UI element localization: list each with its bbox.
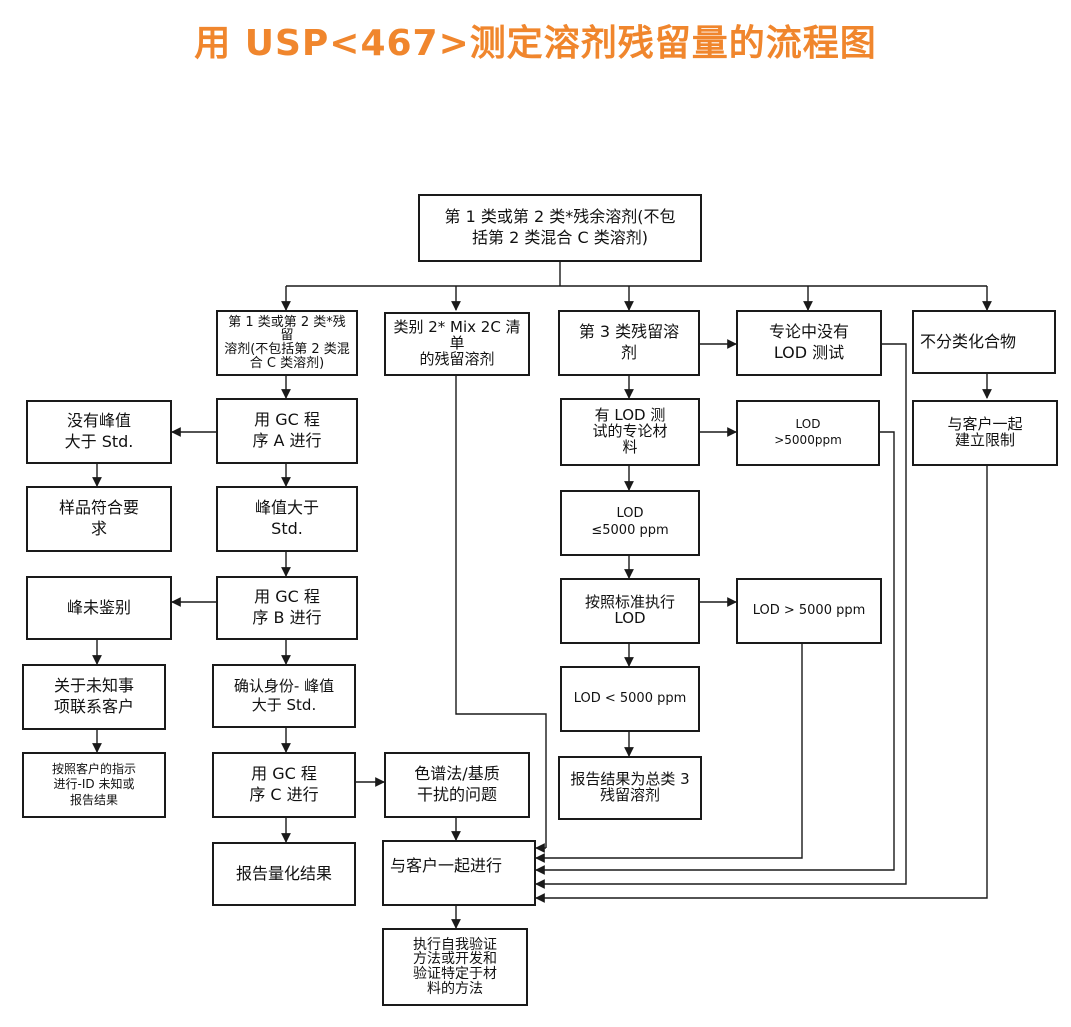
gc-procedure-a-node: 用 GC 程 序 A 进行 <box>216 398 358 464</box>
unclassified-compound-node: 不分类化合物 <box>912 310 1056 374</box>
follow-standard-lod-node: 按照标准执行 LOD <box>560 578 700 644</box>
proceed-with-customer-node: 与客户一起进行 <box>382 840 536 906</box>
class3-solvent-node: 第 3 类残留溶 剂 <box>558 310 700 376</box>
no-lod-test-in-monograph-node: 专论中没有 LOD 测试 <box>736 310 882 376</box>
report-quantified-result-node: 报告量化结果 <box>212 842 356 906</box>
lod-lt-5000-node: LOD < 5000 ppm <box>560 666 700 732</box>
class1-2-solvent-node: 第 1 类或第 2 类*残留 溶剂(不包括第 2 类混 合 C 类溶剂) <box>216 310 358 376</box>
peak-greater-than-std-node: 峰值大于 Std. <box>216 486 358 552</box>
report-total-class3-node: 报告结果为总类 3 残留溶剂 <box>558 756 702 820</box>
root-node: 第 1 类或第 2 类*残余溶剂(不包 括第 2 类混合 C 类溶剂) <box>418 194 702 262</box>
lod-monograph-material-node: 有 LOD 测 试的专论材 料 <box>560 398 700 466</box>
self-validation-node: 执行自我验证 方法或开发和 验证特定于材 料的方法 <box>382 928 528 1006</box>
gc-procedure-c-node: 用 GC 程 序 C 进行 <box>212 752 356 818</box>
peak-unidentified-node: 峰未鉴别 <box>26 576 172 640</box>
contact-customer-unknown-node: 关于未知事 项联系客户 <box>22 664 166 730</box>
lod-gt-5000-upper-node: LOD >5000ppm <box>736 400 880 466</box>
gc-procedure-b-node: 用 GC 程 序 B 进行 <box>216 576 358 640</box>
chromatography-interference-node: 色谱法/基质 干扰的问题 <box>384 752 530 818</box>
lod-le-5000-node: LOD ≤5000 ppm <box>560 490 700 556</box>
establish-limits-with-customer-node: 与客户一起 建立限制 <box>912 400 1058 466</box>
follow-customer-instructions-node: 按照客户的指示 进行-ID 未知或 报告结果 <box>22 752 166 818</box>
sample-meets-requirements-node: 样品符合要 求 <box>26 486 172 552</box>
lod-gt-5000-lower-node: LOD > 5000 ppm <box>736 578 882 644</box>
no-peak-greater-node: 没有峰值 大于 Std. <box>26 400 172 464</box>
page-title: 用 USP<467>测定溶剂残留量的流程图 <box>194 23 877 64</box>
confirm-identity-node: 确认身份- 峰值 大于 Std. <box>212 664 356 728</box>
class2-mix2c-node: 类别 2* Mix 2C 清单 的残留溶剂 <box>384 312 530 376</box>
